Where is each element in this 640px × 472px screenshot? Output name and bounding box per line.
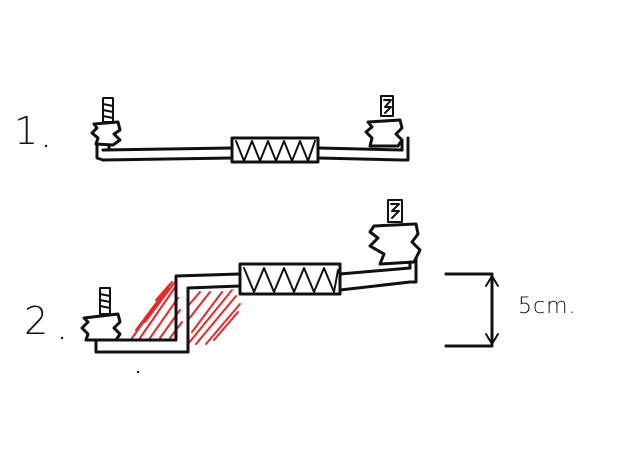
main-bar-1: [101, 146, 404, 162]
ink-dot: [44, 144, 48, 148]
figure-1: [90, 95, 410, 164]
right-clamp-2: [368, 222, 422, 266]
figure-2: [80, 199, 422, 354]
ink-dot: [136, 370, 140, 374]
step-bar-2: [94, 272, 242, 354]
dimension-label: 5cm.: [518, 294, 577, 319]
left-bend-1: [95, 142, 111, 162]
figure-2-label: 2: [24, 299, 49, 343]
right-screw-2: [387, 199, 403, 223]
left-clamp-2: [80, 312, 122, 342]
figure-1-label: 1: [14, 109, 39, 153]
left-screw-1: [102, 97, 114, 123]
left-screw-2: [99, 287, 111, 315]
hatched-region-right: [187, 289, 241, 345]
dimension-marker: [444, 272, 499, 348]
left-clamp-1: [90, 120, 122, 147]
ink-dot: [60, 336, 64, 340]
right-screw-1: [380, 95, 394, 117]
spring-2: [238, 262, 342, 296]
spring-1: [230, 136, 320, 164]
right-clamp-1: [364, 118, 404, 148]
main-bar-2: [338, 266, 412, 292]
